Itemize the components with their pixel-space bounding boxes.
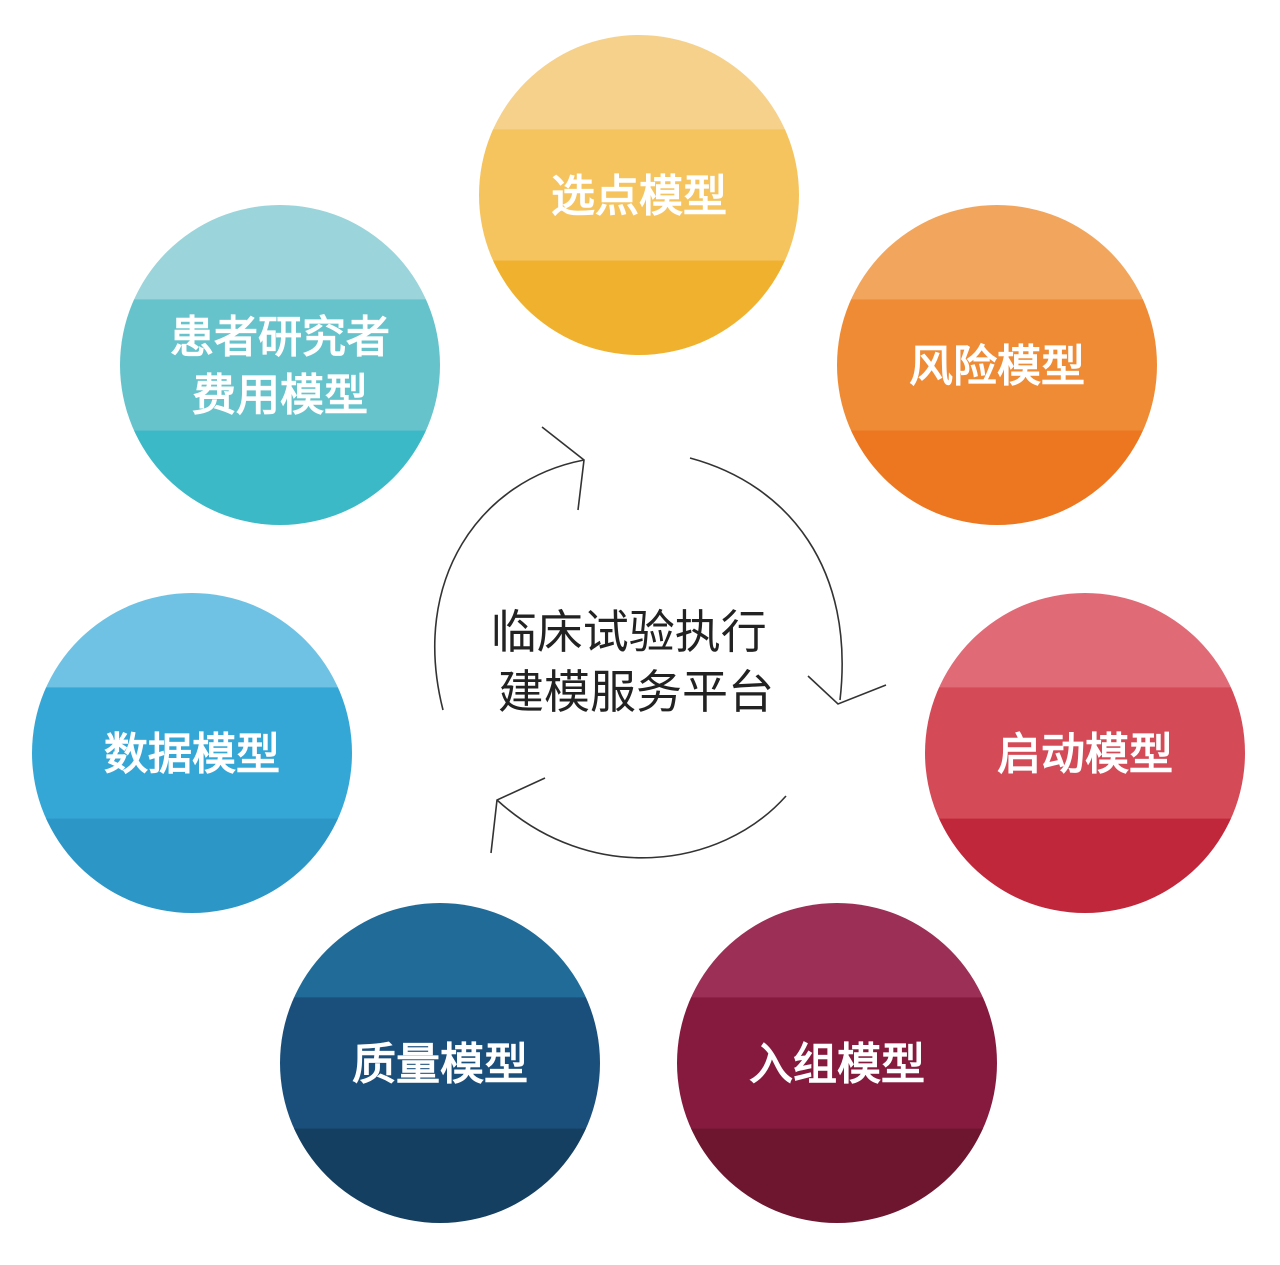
- node-band: [925, 818, 1245, 913]
- node-label-line: 入组模型: [749, 1039, 925, 1090]
- arrow-head-right-icon: [807, 675, 887, 705]
- node-band: [479, 35, 799, 131]
- node-label: 患者研究者费用模型: [170, 312, 390, 421]
- node-band: [120, 205, 440, 301]
- node-data: 数据模型: [32, 593, 352, 913]
- node-label: 质量模型: [352, 1039, 528, 1090]
- node-site-selection: 选点模型: [479, 35, 799, 355]
- node-label: 数据模型: [104, 729, 280, 780]
- node-label-line: 患者研究者: [170, 312, 390, 363]
- cycle-arc-top-right: [689, 457, 843, 701]
- node-band: [120, 430, 440, 525]
- node-band: [837, 430, 1157, 525]
- center-title-line-1: 临床试验执行: [491, 605, 767, 659]
- node-band: [479, 129, 799, 262]
- cycle-arc-bottom: [496, 795, 787, 859]
- node-band: [677, 997, 997, 1130]
- node-label-line: 费用模型: [192, 370, 368, 421]
- center-title-line-2: 建模服务平台: [498, 665, 774, 719]
- node-label-line: 数据模型: [104, 729, 280, 780]
- node-risk: 风险模型: [837, 205, 1157, 525]
- node-band: [479, 260, 799, 355]
- node-band: [280, 997, 600, 1130]
- node-band: [280, 1128, 600, 1223]
- node-label-line: 启动模型: [997, 729, 1173, 780]
- node-label-line: 质量模型: [352, 1039, 528, 1090]
- node-label: 风险模型: [909, 341, 1085, 392]
- node-band: [32, 818, 352, 913]
- cycle-arc-left: [434, 459, 585, 711]
- node-band: [677, 1128, 997, 1223]
- node-band: [677, 903, 997, 999]
- node-label-line: 选点模型: [551, 171, 727, 222]
- node-band: [280, 903, 600, 999]
- center-title: 临床试验执行 建模服务平台: [491, 605, 782, 719]
- node-band: [32, 593, 352, 689]
- node-band: [120, 299, 440, 432]
- node-label: 入组模型: [749, 1039, 925, 1090]
- node-quality: 质量模型: [280, 903, 600, 1223]
- arrow-head-bottom-left-icon: [490, 777, 546, 854]
- node-patient-investigator-cost: 患者研究者费用模型: [120, 205, 440, 525]
- node-startup: 启动模型: [925, 593, 1245, 913]
- node-band: [837, 299, 1157, 432]
- node-band: [32, 687, 352, 820]
- node-band: [837, 205, 1157, 301]
- node-label: 启动模型: [997, 729, 1173, 780]
- node-band: [925, 687, 1245, 820]
- arrow-head-top-icon: [541, 426, 585, 511]
- node-enrollment: 入组模型: [677, 903, 997, 1223]
- node-band: [925, 593, 1245, 689]
- node-label-line: 风险模型: [909, 341, 1085, 392]
- node-label: 选点模型: [551, 171, 727, 222]
- cycle-arrows: [434, 426, 887, 859]
